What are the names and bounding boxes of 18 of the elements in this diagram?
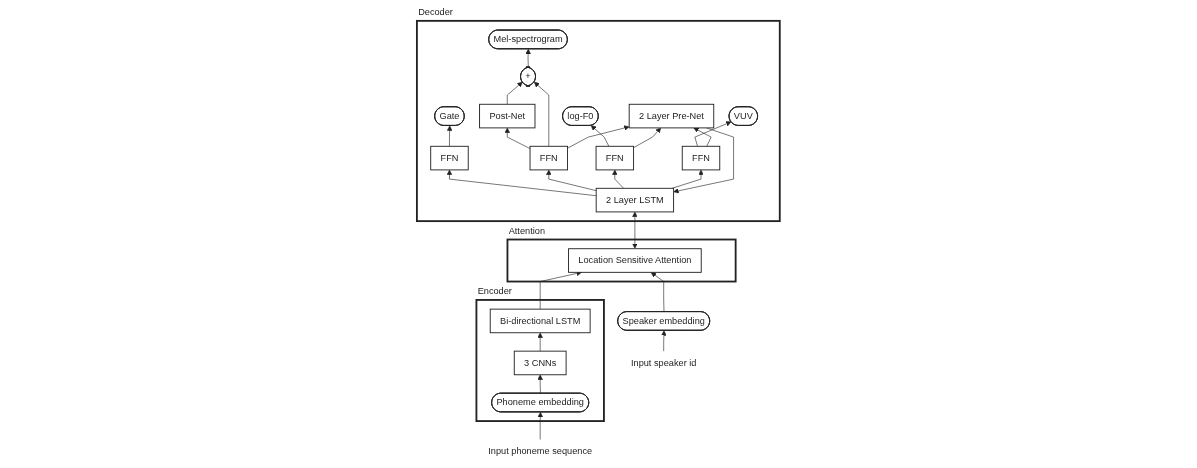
node-box: FFN — [681, 145, 721, 171]
node-label: Decoder — [418, 6, 454, 17]
cluster — [506, 238, 737, 283]
node-text: Input speaker id — [631, 357, 697, 368]
node-box: Post-Net — [479, 103, 536, 129]
node-box: 3 CNNs — [513, 350, 567, 376]
node-box: FFN — [529, 145, 569, 171]
node-box: 2 Layer Pre-Net — [628, 103, 715, 129]
node-box: Bi-directional LSTM — [489, 308, 591, 334]
node-box: Location Sensitive Attention — [568, 248, 702, 273]
node-label: Attention — [508, 225, 546, 236]
node-box: FFN — [430, 145, 469, 171]
node-label: Encoder — [477, 285, 513, 296]
node-box: 2 Layer LSTM — [595, 187, 675, 213]
cluster — [416, 19, 781, 223]
node-box: FFN — [595, 145, 635, 171]
node-text: Input phoneme sequence — [488, 445, 593, 457]
cluster — [475, 299, 605, 422]
